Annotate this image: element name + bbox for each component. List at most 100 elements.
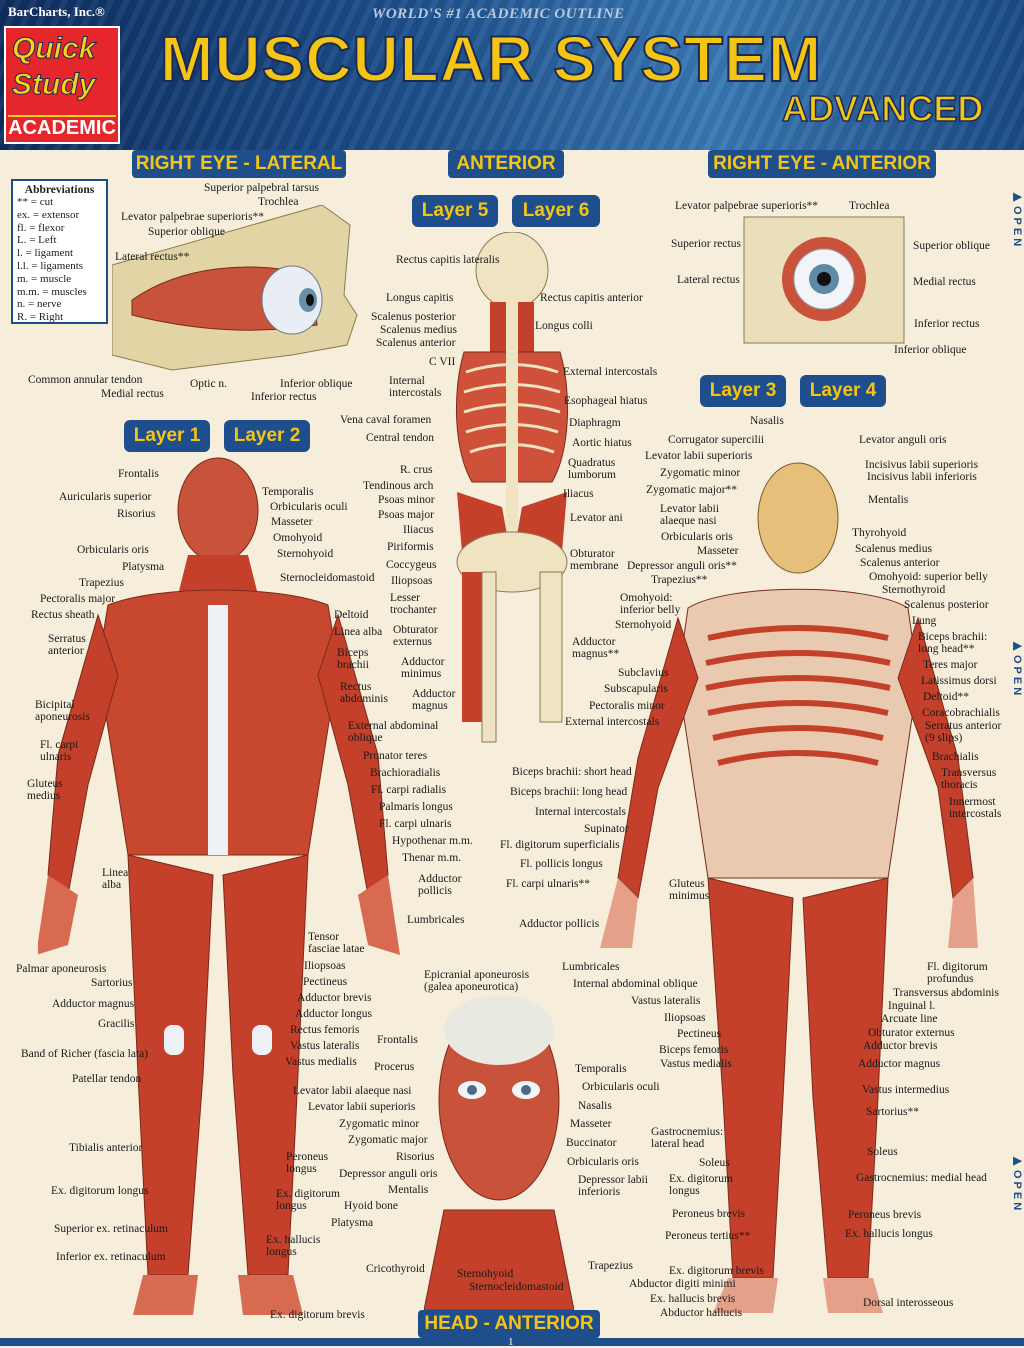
- label-pectoralis-major: Pectoralis major: [40, 593, 116, 605]
- label-adductor-pollicis: Adductor pollicis: [519, 918, 600, 930]
- page-number: 1: [508, 1336, 514, 1348]
- label-inguinal-l: Inguinal l.: [888, 1000, 936, 1012]
- label-omohyoid-superior-belly: Omohyoid: superior belly: [869, 571, 988, 583]
- section-head-anterior: HEAD - ANTERIOR: [418, 1310, 600, 1338]
- label-vastus-medialis: Vastus medialis: [285, 1056, 357, 1068]
- label-epicranial-aponeurosis: Epicranial aponeurosis (galea aponeuroti…: [424, 969, 530, 993]
- label-levator-labii-alaeque-nasi: Levator labii alaeque nasi: [293, 1085, 412, 1097]
- label-orbicularis-oris: Orbicularis oris: [77, 544, 149, 556]
- label-frontalis: Frontalis: [118, 468, 159, 480]
- header-texture: [0, 0, 1024, 150]
- label-teres-major: Teres major: [923, 659, 978, 671]
- header-banner: BarCharts, Inc.® WORLD'S #1 ACADEMIC OUT…: [0, 0, 1024, 150]
- abbreviation-item: m.m. = muscles: [17, 285, 87, 298]
- label-fl-carpi-radialis: Fl. carpi radialis: [371, 784, 447, 796]
- label-masseter: Masseter: [271, 516, 313, 528]
- label-biceps-femoris: Biceps femoris: [659, 1044, 729, 1056]
- label-sternohyoid: Sternohyoid: [615, 619, 672, 631]
- label-iliacus: Iliacus: [563, 488, 594, 500]
- label-adductor-brevis: Adductor brevis: [863, 1040, 938, 1052]
- label-superior-oblique: Superior oblique: [913, 240, 990, 252]
- label-medial-rectus: Medial rectus: [101, 388, 164, 400]
- label-soleus: Soleus: [867, 1146, 898, 1158]
- abbreviation-item: m. = muscle: [17, 272, 72, 285]
- label-coracobrachialis: Coracobrachialis: [922, 707, 1000, 719]
- label-risorius: Risorius: [117, 508, 156, 520]
- label-scalenus-posterior: Scalenus posterior: [371, 311, 456, 323]
- label-pectoralis-minor: Pectoralis minor: [589, 700, 665, 712]
- label-incisivus-labii-superioris: Incisivus labii superioris: [865, 459, 979, 471]
- label-subclavius: Subclavius: [618, 667, 669, 679]
- label-trochlea: Trochlea: [258, 196, 299, 208]
- label-serratus-anterior: Serratus anterior: [48, 633, 86, 657]
- abbreviations-box: Abbreviations ** = cut ex. = extensor fl…: [11, 179, 108, 324]
- label-adductor-magnus: Adductor magnus: [412, 688, 456, 712]
- label-pronator-teres: Pronator teres: [363, 750, 428, 762]
- label-orbicularis-oris: Orbicularis oris: [661, 531, 733, 543]
- label-inferior-oblique: Inferior oblique: [894, 344, 967, 356]
- label-trochlea: Trochlea: [849, 200, 890, 212]
- logo-word-quick: Quick: [11, 32, 96, 66]
- label-inferior-oblique: Inferior oblique: [280, 378, 353, 390]
- label-lesser-trochanter: Lesser trochanter: [390, 592, 437, 616]
- label-rectus-femoris: Rectus femoris: [290, 1024, 360, 1036]
- layer-4-tag: Layer 4: [800, 375, 886, 407]
- label-ex-digitorum-brevis: Ex. digitorum brevis: [669, 1265, 764, 1277]
- label-inferior-ex-retinaculum: Inferior ex. retinaculum: [56, 1251, 166, 1263]
- label-optic-n: Optic n.: [190, 378, 228, 390]
- label-corrugator-supercilii: Corrugator supercilii: [668, 434, 765, 446]
- label-cricothyroid: Cricothyroid: [366, 1263, 425, 1275]
- label-biceps-brachii-short-head: Biceps brachii: short head: [512, 766, 632, 778]
- label-vastus-intermedius: Vastus intermedius: [862, 1084, 950, 1096]
- label-fl-digitorum-superficialis: Fl. digitorum superficialis: [500, 839, 620, 851]
- label-temporalis: Temporalis: [262, 486, 314, 498]
- label-depressor-anguli-oris: Depressor anguli oris**: [627, 560, 737, 572]
- label-trapezius: Trapezius: [588, 1260, 633, 1272]
- abbreviation-item: l. = ligament: [17, 247, 73, 260]
- label-depressor-labii-inferioris: Depressor labii inferioris: [578, 1174, 648, 1198]
- label-lumbricales: Lumbricales: [562, 961, 620, 973]
- label-sartorius-cut: Sartorius**: [866, 1106, 920, 1118]
- label-ex-hallucis-brevis: Ex. hallucis brevis: [650, 1293, 736, 1305]
- label-obturator-externus: Obturator externus: [868, 1027, 955, 1039]
- label-sternohyoid: Sternohyoid: [277, 548, 334, 560]
- label-r-crus: R. crus: [400, 464, 433, 476]
- label-internal-intercostals: Internal intercostals: [389, 375, 442, 399]
- section-anterior: ANTERIOR: [448, 150, 564, 178]
- label-adductor-brevis: Adductor brevis: [297, 992, 372, 1004]
- label-zygomatic-minor: Zygomatic minor: [339, 1118, 420, 1130]
- label-ex-hallucis-longus: Ex. hallucis longus: [266, 1234, 321, 1258]
- label-biceps-brachii: Biceps brachii: [337, 647, 369, 671]
- label-longus-capitis: Longus capitis: [386, 292, 454, 304]
- label-rectus-capitis-lateralis: Rectus capitis lateralis: [396, 254, 500, 266]
- label-psoas-minor: Psoas minor: [378, 494, 435, 506]
- label-adductor-minimus: Adductor minimus: [401, 656, 445, 680]
- label-levator-anguli-oris: Levator anguli oris: [859, 434, 947, 446]
- label-vastus-lateralis: Vastus lateralis: [631, 995, 701, 1007]
- abbreviation-item: fl. = flexor: [17, 221, 65, 234]
- abbreviation-item: L. = Left: [17, 234, 57, 247]
- label-iliopsoas: Iliopsoas: [664, 1012, 706, 1024]
- label-diaphragm: Diaphragm: [569, 417, 621, 429]
- label-supinator: Supinator: [584, 823, 629, 835]
- abbreviation-item: l.l. = ligaments: [17, 259, 84, 272]
- tagline: WORLD'S #1 ACADEMIC OUTLINE: [372, 6, 625, 22]
- label-peroneus-tertius: Peroneus tertius**: [665, 1230, 751, 1242]
- eye-lateral-illustration: [112, 205, 358, 371]
- label-ex-digitorum-longus: Ex. digitorum longus: [669, 1173, 733, 1197]
- label-palmaris-longus: Palmaris longus: [379, 801, 453, 813]
- page-subtitle: ADVANCED: [781, 87, 984, 130]
- label-trapezius-cut: Trapezius**: [651, 574, 708, 586]
- label-levator-palpebrae: Levator palpebrae superioris**: [675, 200, 819, 212]
- abbreviations-title: Abbreviations: [24, 184, 95, 196]
- open-tab-label: OPEN: [1011, 655, 1023, 699]
- label-internal-intercostals: Internal intercostals: [535, 806, 627, 818]
- label-arcuate-line: Arcuate line: [881, 1013, 938, 1025]
- label-external-abdominal-oblique: External abdominal oblique: [348, 720, 439, 744]
- label-ex-digitorum-brevis: Ex. digitorum brevis: [270, 1309, 365, 1321]
- label-sternocleidomastoid: Sternocleidomastoid: [280, 572, 375, 584]
- label-levator-labii-superioris: Levator labii superioris: [308, 1101, 416, 1113]
- label-quadratus-lumborum: Quadratus lumborum: [568, 457, 616, 481]
- label-sternocleidomastoid: Sternocleidomastoid: [469, 1281, 564, 1293]
- label-vastus-lateralis: Vastus lateralis: [290, 1040, 360, 1052]
